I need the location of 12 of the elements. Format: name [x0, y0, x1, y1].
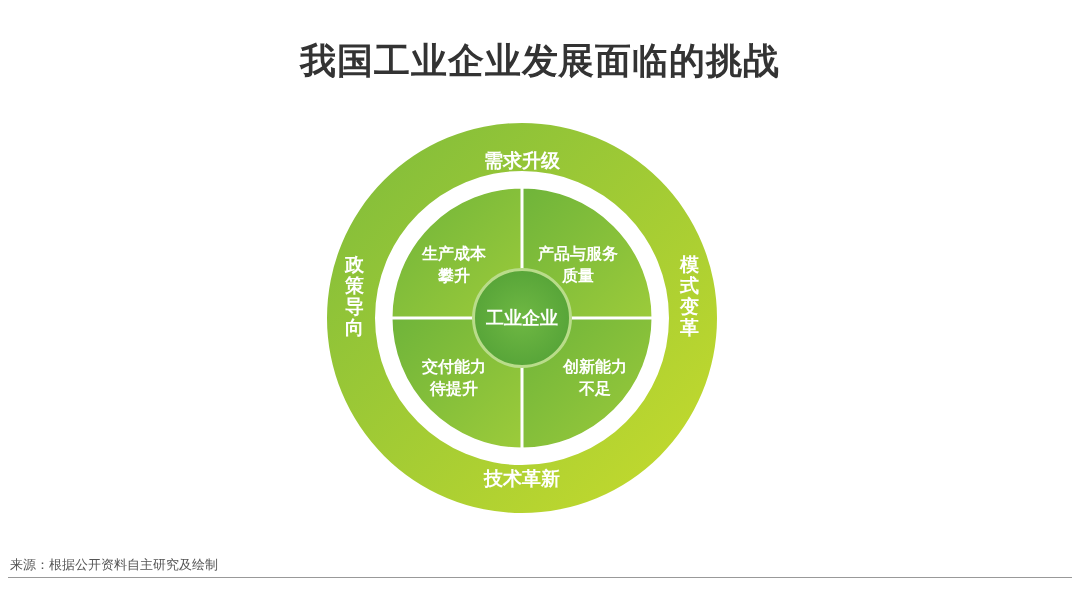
segment-label: 创新能力不足	[562, 357, 628, 399]
ring-label: 需求升级	[483, 149, 561, 173]
segment-label: 交付能力待提升	[421, 357, 487, 399]
ring-label: 模式变革	[680, 255, 699, 339]
segment-label: 产品与服务质量	[537, 244, 619, 286]
source-note: 来源：根据公开资料自主研究及绘制	[10, 556, 218, 574]
segment-label: 生产成本攀升	[421, 244, 487, 286]
title: 我国工业企业发展面临的挑战	[298, 39, 781, 83]
ring-label: 政策导向	[345, 255, 364, 339]
ring-label: 技术革新	[482, 466, 561, 491]
center-label: 工业企业	[486, 306, 558, 330]
outer-ring	[327, 123, 717, 513]
